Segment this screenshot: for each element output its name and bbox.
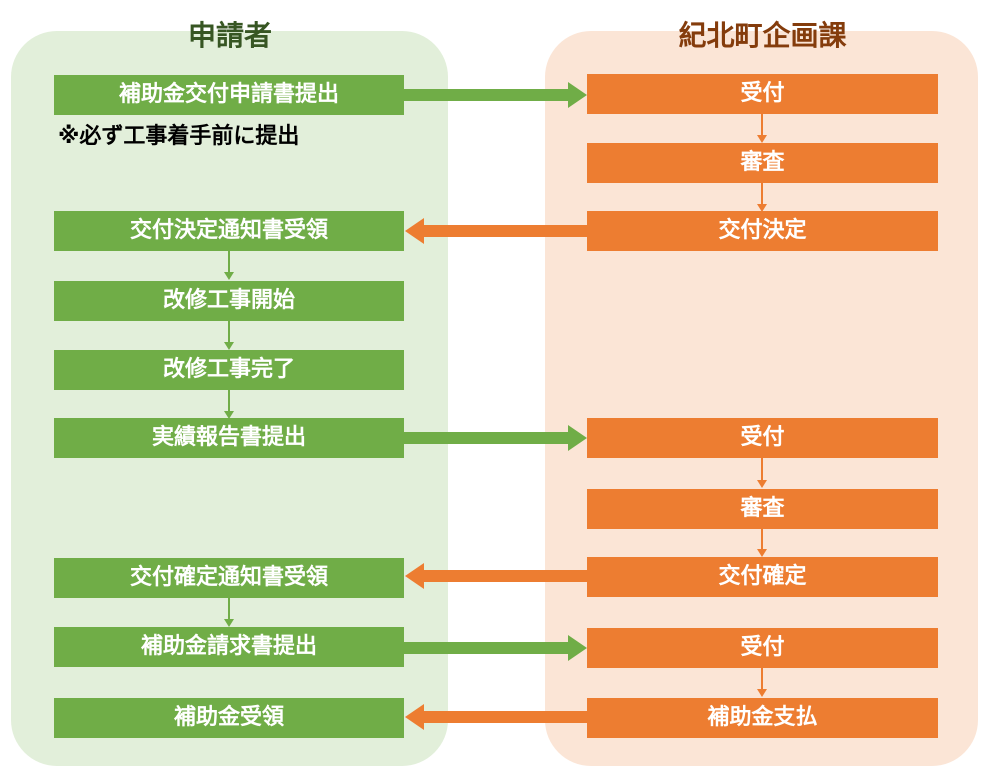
office-review-2: 審査 (587, 489, 938, 529)
step-submit-report: 実績報告書提出 (54, 418, 404, 458)
note-submit-before-work: ※必ず工事着手前に提出 (58, 124, 300, 149)
arrow-submit-report (404, 425, 587, 451)
arrow-grant-confirmation (405, 563, 587, 589)
arrow-submit-claim (404, 635, 587, 661)
arrow-submit-application (404, 82, 587, 108)
office-lane-title: 紀北町企画課 (678, 19, 847, 52)
step-submit-application: 補助金交付申請書提出 (54, 75, 404, 115)
office-receipt-1: 受付 (587, 74, 938, 114)
office-subsidy-payment: 補助金支払 (587, 698, 938, 738)
connector-office (757, 114, 767, 697)
office-receipt-2: 受付 (587, 418, 938, 458)
step-complete-renovation: 改修工事完了 (54, 350, 404, 390)
step-submit-claim: 補助金請求書提出 (54, 627, 404, 667)
office-receipt-3: 受付 (587, 628, 938, 668)
step-start-renovation: 改修工事開始 (54, 281, 404, 321)
arrow-grant-decision (405, 218, 587, 244)
applicant-lane-title: 申請者 (187, 19, 272, 52)
arrow-payment (405, 704, 587, 730)
step-receive-confirmation-notice: 交付確定通知書受領 (54, 558, 404, 598)
connector-applicant (224, 251, 234, 627)
office-review-1: 審査 (587, 143, 938, 183)
office-grant-decision: 交付決定 (587, 211, 938, 251)
step-receive-decision-notice: 交付決定通知書受領 (54, 211, 404, 251)
office-grant-confirmation: 交付確定 (587, 557, 938, 597)
step-receive-subsidy: 補助金受領 (54, 698, 404, 738)
